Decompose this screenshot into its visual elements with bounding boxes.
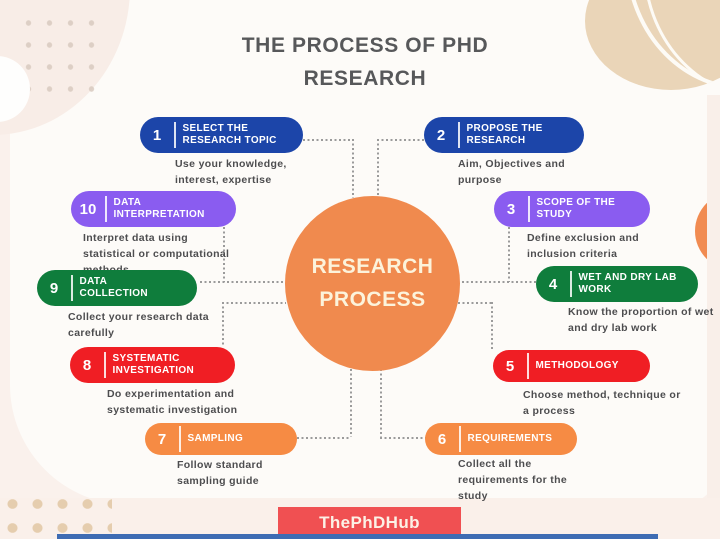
step-2: 2 PROPOSE THE RESEARCH Aim, Objectives a… <box>424 117 584 186</box>
step-5-pill: 5 METHODOLOGY <box>493 350 650 382</box>
pill-divider <box>105 196 107 222</box>
step-7-description: Follow standard sampling guide <box>177 459 263 487</box>
step-4-pill: 4 WET AND DRY LAB WORK <box>536 266 698 302</box>
connector-step8 <box>222 302 286 304</box>
step-9-number: 9 <box>49 279 59 297</box>
connector-step9 <box>200 281 284 283</box>
step-4: 4 WET AND DRY LAB WORK Know the proporti… <box>536 266 713 334</box>
step-8-description: Do experimentation and systematic invest… <box>107 388 238 416</box>
connector-step1 <box>303 139 352 141</box>
step-5-label: METHODOLOGY <box>535 359 619 371</box>
step-8-label: SYSTEMATIC INVESTIGATION <box>112 352 195 377</box>
pill-divider <box>174 122 176 148</box>
step-3-label: SCOPE OF THE STUDY <box>536 196 616 221</box>
connector-step7 <box>297 437 350 439</box>
step-1-label: SELECT THE RESEARCH TOPIC <box>182 122 277 147</box>
step-7-number: 7 <box>157 430 167 448</box>
connector-step4 <box>462 281 538 283</box>
step-1: 1 SELECT THE RESEARCH TOPIC Use your kno… <box>140 117 303 186</box>
bottom-blue-bar <box>57 534 658 539</box>
connector-step10-v <box>223 227 225 282</box>
connector-step7-v <box>350 369 352 437</box>
step-10-label: DATA INTERPRETATION <box>113 196 205 221</box>
connector-step3-v <box>508 227 510 282</box>
step-3: 3 SCOPE OF THE STUDY Define exclusion an… <box>494 191 650 260</box>
step-6: 6 REQUIREMENTS Collect all the requireme… <box>425 423 577 502</box>
center-circle: RESEARCH PROCESS <box>285 196 460 371</box>
step-9: 9 DATA COLLECTION Collect your research … <box>37 270 209 339</box>
center-circle-label: RESEARCH PROCESS <box>311 254 434 311</box>
step-10-pill: 10 DATA INTERPRETATION <box>71 191 236 227</box>
connector-step2-v <box>377 139 379 198</box>
step-8-number: 8 <box>82 356 92 374</box>
step-3-description: Define exclusion and inclusion criteria <box>527 232 640 260</box>
pill-divider <box>570 271 572 297</box>
step-7-pill: 7 SAMPLING <box>145 423 297 455</box>
step-6-pill: 6 REQUIREMENTS <box>425 423 577 455</box>
step-5-number: 5 <box>505 357 515 375</box>
step-7-label: SAMPLING <box>187 432 244 444</box>
pill-divider <box>528 196 530 222</box>
step-4-number: 4 <box>548 275 558 293</box>
connector-step6-v <box>380 369 382 437</box>
step-3-pill: 3 SCOPE OF THE STUDY <box>494 191 650 227</box>
pill-divider <box>179 426 181 452</box>
dot-grid-bottom-left <box>0 492 112 539</box>
step-1-number: 1 <box>152 126 162 144</box>
step-10: 10 DATA INTERPRETATION Interpret data us… <box>71 191 236 276</box>
step-2-number: 2 <box>436 126 446 144</box>
step-10-number: 10 <box>79 200 97 218</box>
step-6-description: Collect all the requirements for the stu… <box>458 458 568 502</box>
connector-step8-v <box>222 302 224 347</box>
pill-divider <box>71 275 73 301</box>
pill-divider <box>458 122 460 148</box>
step-2-pill: 2 PROPOSE THE RESEARCH <box>424 117 584 153</box>
page-title: THE PROCESS OF PHD RESEARCH <box>241 34 489 90</box>
step-5: 5 METHODOLOGY Choose method, technique o… <box>493 350 680 417</box>
step-8-pill: 8 SYSTEMATIC INVESTIGATION <box>70 347 235 383</box>
connector-step5-v <box>491 302 493 349</box>
connector-step2 <box>377 139 424 141</box>
step-9-description: Collect your research data carefully <box>68 311 209 339</box>
step-7: 7 SAMPLING Follow standard sampling guid… <box>145 423 297 487</box>
step-4-description: Know the proportion of wet and dry lab w… <box>568 306 714 334</box>
step-2-description: Aim, Objectives and purpose <box>458 158 566 186</box>
step-6-label: REQUIREMENTS <box>467 432 553 444</box>
pill-divider <box>459 426 461 452</box>
connector-step1-v <box>352 139 354 198</box>
connector-step6 <box>380 437 426 439</box>
step-5-description: Choose method, technique or a process <box>523 389 681 417</box>
brand-box: ThePhDHub <box>278 507 461 539</box>
step-3-number: 3 <box>506 200 516 218</box>
step-9-pill: 9 DATA COLLECTION <box>37 270 197 306</box>
brand-label: ThePhDHub <box>319 513 420 532</box>
step-9-label: DATA COLLECTION <box>79 275 148 300</box>
step-6-number: 6 <box>437 430 447 448</box>
step-4-label: WET AND DRY LAB WORK <box>578 271 677 296</box>
pill-divider <box>527 353 529 379</box>
pill-divider <box>104 352 106 378</box>
step-8: 8 SYSTEMATIC INVESTIGATION Do experiment… <box>70 347 237 416</box>
step-10-description: Interpret data using statistical or comp… <box>83 232 230 276</box>
pink-right-edge <box>707 95 720 505</box>
connector-step5 <box>458 302 492 304</box>
step-1-description: Use your knowledge, interest, expertise <box>175 158 287 186</box>
step-1-pill: 1 SELECT THE RESEARCH TOPIC <box>140 117 303 153</box>
dot-grid-top-left <box>18 12 104 100</box>
step-2-label: PROPOSE THE RESEARCH <box>466 122 543 147</box>
